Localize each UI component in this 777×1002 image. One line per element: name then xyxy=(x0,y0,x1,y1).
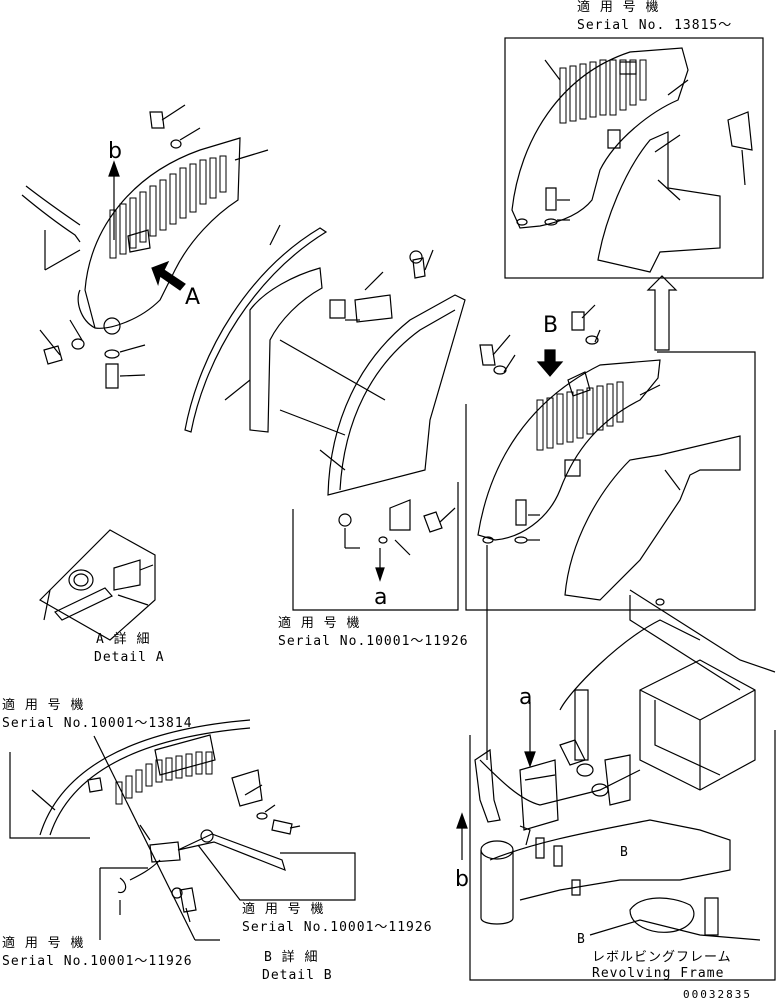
view-a-label: A xyxy=(185,285,201,310)
frame-jp: レボルビングフレーム xyxy=(592,950,732,965)
side-panel xyxy=(327,294,466,496)
serial-top-jp: 適 用 号 機 xyxy=(577,0,660,15)
serial-b-jp: 適 用 号 機 xyxy=(242,902,325,917)
cover-top-left xyxy=(21,104,269,389)
serial-bl-jp: 適 用 号 機 xyxy=(2,936,85,951)
view-a-arrow xyxy=(151,260,186,291)
arrow-b-label: b xyxy=(108,139,122,164)
inset-top-right xyxy=(504,37,764,279)
detail-b-jp: B 詳 細 xyxy=(264,950,319,965)
side-panel-center xyxy=(279,249,466,611)
serial-left-jp: 適 用 号 機 xyxy=(2,698,85,713)
revolving-frame xyxy=(456,589,776,981)
view-b-label: B xyxy=(543,313,559,338)
up-arrow xyxy=(646,275,678,351)
hood-cover-left xyxy=(84,137,241,329)
hood-cover-mid xyxy=(477,359,661,541)
hood-cover-new xyxy=(511,47,689,229)
frame-mark-2: B xyxy=(577,932,586,947)
frame-mark-1: B xyxy=(620,845,629,860)
serial-mid-en: Serial No.10001～11926 xyxy=(278,634,469,649)
detail-a-en: Detail A xyxy=(94,650,165,665)
inset-frame-top xyxy=(504,37,764,279)
detail-a xyxy=(39,529,156,641)
serial-top-en: Serial No. 13815～ xyxy=(577,18,733,33)
frame-en: Revolving Frame xyxy=(592,966,725,981)
arrow-b-bottom-label: b xyxy=(455,867,469,892)
seal-strip xyxy=(184,227,328,433)
serial-mid-jp: 適 用 号 機 xyxy=(278,616,361,631)
main-hood-right xyxy=(465,304,756,760)
drawing-number: 00032835 xyxy=(683,988,752,1001)
serial-left-en: Serial No.10001～13814 xyxy=(2,716,193,731)
arrow-a-bottom-label: a xyxy=(519,685,533,710)
arrow-a-label: a xyxy=(374,585,388,610)
inner-panel-mid xyxy=(564,435,741,601)
detail-b-en: Detail B xyxy=(262,968,333,983)
view-b-arrow xyxy=(536,349,564,377)
serial-bl-en: Serial No.10001～11926 xyxy=(2,954,193,969)
curved-pad xyxy=(249,267,323,433)
serial-b-en: Serial No.10001～11926 xyxy=(242,920,433,935)
inner-panel-new xyxy=(597,131,721,273)
detail-bottom-left xyxy=(9,719,356,941)
bracket-piece xyxy=(727,111,753,151)
detail-a-jp: A 詳 細 xyxy=(96,632,151,647)
